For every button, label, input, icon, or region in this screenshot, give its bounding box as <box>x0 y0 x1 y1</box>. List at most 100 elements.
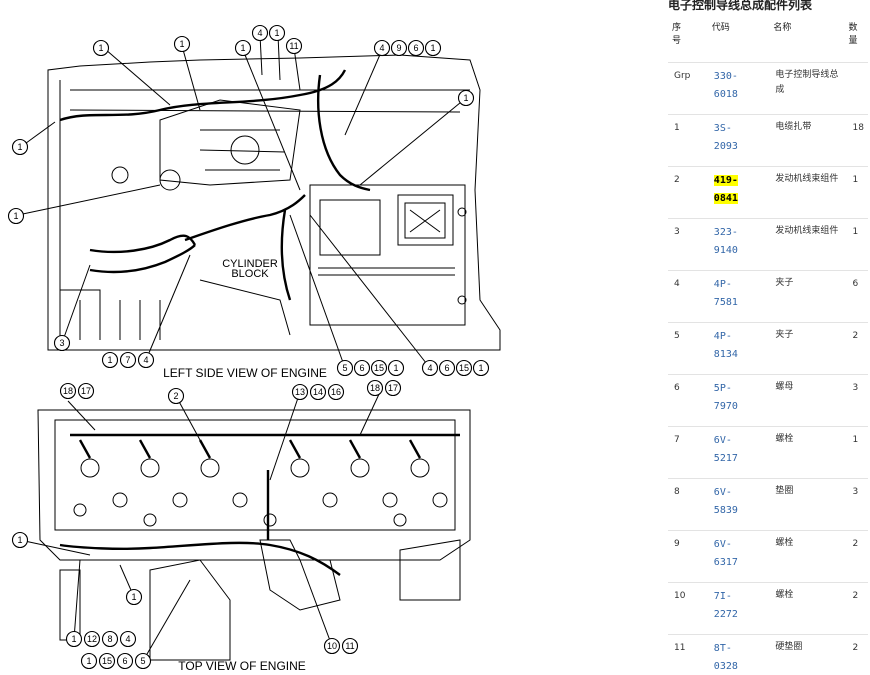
svg-text:1: 1 <box>71 634 76 644</box>
part-code-text[interactable]: 5P-7970 <box>713 383 738 412</box>
svg-text:15: 15 <box>102 656 112 666</box>
part-code-text[interactable]: 4P-7581 <box>713 279 738 308</box>
callout: 1 <box>7 207 25 225</box>
svg-text:4: 4 <box>257 28 262 38</box>
svg-text:1: 1 <box>393 363 398 373</box>
row-number: 7 <box>668 426 708 479</box>
part-name: 发动机线束组件 <box>769 218 847 271</box>
svg-text:6: 6 <box>122 656 127 666</box>
svg-text:1: 1 <box>13 211 18 221</box>
part-code-text[interactable]: 6V-5839 <box>713 487 738 516</box>
callout: 6 <box>353 359 371 377</box>
callout: 1 <box>101 351 119 369</box>
callout: 4 <box>137 351 155 369</box>
part-code-link[interactable]: 330-6018 <box>707 62 770 115</box>
callout: 5 <box>336 359 354 377</box>
header-no: 序 号 <box>672 23 682 46</box>
part-code-link[interactable]: 419-0841 <box>707 166 770 219</box>
svg-text:14: 14 <box>313 387 323 397</box>
part-code-link[interactable]: 3S-2093 <box>707 114 770 167</box>
svg-text:4: 4 <box>143 355 148 365</box>
svg-text:6: 6 <box>444 363 449 373</box>
svg-text:1: 1 <box>463 93 468 103</box>
part-code-text[interactable]: 6V-6317 <box>713 539 738 568</box>
callout: 14 <box>309 383 327 401</box>
row-number: 1 <box>668 114 708 167</box>
callout: 2 <box>167 387 185 405</box>
part-qty: 2 <box>846 582 868 635</box>
svg-text:12: 12 <box>87 634 97 644</box>
row-number: 4 <box>668 270 708 323</box>
callout: 1 <box>65 630 83 648</box>
part-name: 螺栓 <box>769 530 847 583</box>
callout: 7 <box>119 351 137 369</box>
engine-wiring-diagram: CYLINDER BLOCK LEFT SIDE VIEW OF ENGINE … <box>7 24 501 673</box>
part-code-link[interactable]: 5P-7970 <box>707 374 770 427</box>
left-side-view-caption: LEFT SIDE VIEW OF ENGINE <box>163 366 327 380</box>
svg-text:1: 1 <box>17 142 22 152</box>
svg-text:1: 1 <box>86 656 91 666</box>
svg-text:1: 1 <box>240 43 245 53</box>
svg-text:6: 6 <box>359 363 364 373</box>
part-name: 夹子 <box>769 322 847 375</box>
svg-text:16: 16 <box>331 387 341 397</box>
svg-text:1: 1 <box>478 363 483 373</box>
part-code-link[interactable]: 323-9140 <box>707 218 770 271</box>
part-code-link[interactable]: 4P-7581 <box>707 270 770 323</box>
callout: 16 <box>327 383 345 401</box>
part-code-text[interactable]: 323-9140 <box>713 227 738 256</box>
part-code-link[interactable]: 4P-8134 <box>707 322 770 375</box>
part-code-text[interactable]: 330-6018 <box>713 71 738 100</box>
part-code-text[interactable]: 3S-2093 <box>713 123 738 152</box>
part-code-link[interactable]: 6V-6317 <box>707 530 770 583</box>
part-code-text[interactable]: 8T-0328 <box>713 643 738 672</box>
part-qty: 1 <box>846 218 868 271</box>
part-qty: 1 <box>846 426 868 479</box>
svg-text:2: 2 <box>173 391 178 401</box>
row-number: 5 <box>668 322 708 375</box>
part-qty: 1 <box>846 166 868 219</box>
callout: 17 <box>384 379 402 397</box>
part-code-link[interactable]: 6V-5839 <box>707 478 770 531</box>
table-header-row: 序 号 代码 名称 数 量 <box>668 18 868 63</box>
part-code-text[interactable]: 7I-2272 <box>713 591 738 620</box>
callout: 18 <box>59 382 77 400</box>
callout: 13 <box>291 383 309 401</box>
part-qty: 6 <box>846 270 868 323</box>
row-number: 11 <box>668 634 708 675</box>
callout: 9 <box>390 39 408 57</box>
top-view-drawing: TOP VIEW OF ENGINE <box>37 409 471 673</box>
svg-text:7: 7 <box>125 355 130 365</box>
svg-text:5: 5 <box>342 363 347 373</box>
part-name: 硬垫圈 <box>769 634 847 675</box>
svg-text:1: 1 <box>131 592 136 602</box>
part-code-link[interactable]: 6V-5217 <box>707 426 770 479</box>
part-name: 螺栓 <box>769 426 847 479</box>
svg-text:1: 1 <box>98 43 103 53</box>
part-qty: 3 <box>846 478 868 531</box>
header-name: 名称 <box>773 23 792 33</box>
row-number: 9 <box>668 530 708 583</box>
part-code-link[interactable]: 7I-2272 <box>707 582 770 635</box>
svg-text:1: 1 <box>107 355 112 365</box>
svg-text:18: 18 <box>63 386 73 396</box>
part-code-text[interactable]: 419-0841 <box>713 175 738 204</box>
cylinder-block-label-2: BLOCK <box>231 268 269 280</box>
part-code-text[interactable]: 4P-8134 <box>713 331 738 360</box>
callout: 1 <box>125 588 143 606</box>
callout: 15 <box>98 652 116 670</box>
part-qty: 2 <box>846 634 868 675</box>
part-code-link[interactable]: 8T-0328 <box>707 634 770 675</box>
part-code-text[interactable]: 6V-5217 <box>713 435 738 464</box>
svg-text:1: 1 <box>430 43 435 53</box>
callout: 4 <box>421 359 439 377</box>
callout: 1 <box>11 138 29 156</box>
